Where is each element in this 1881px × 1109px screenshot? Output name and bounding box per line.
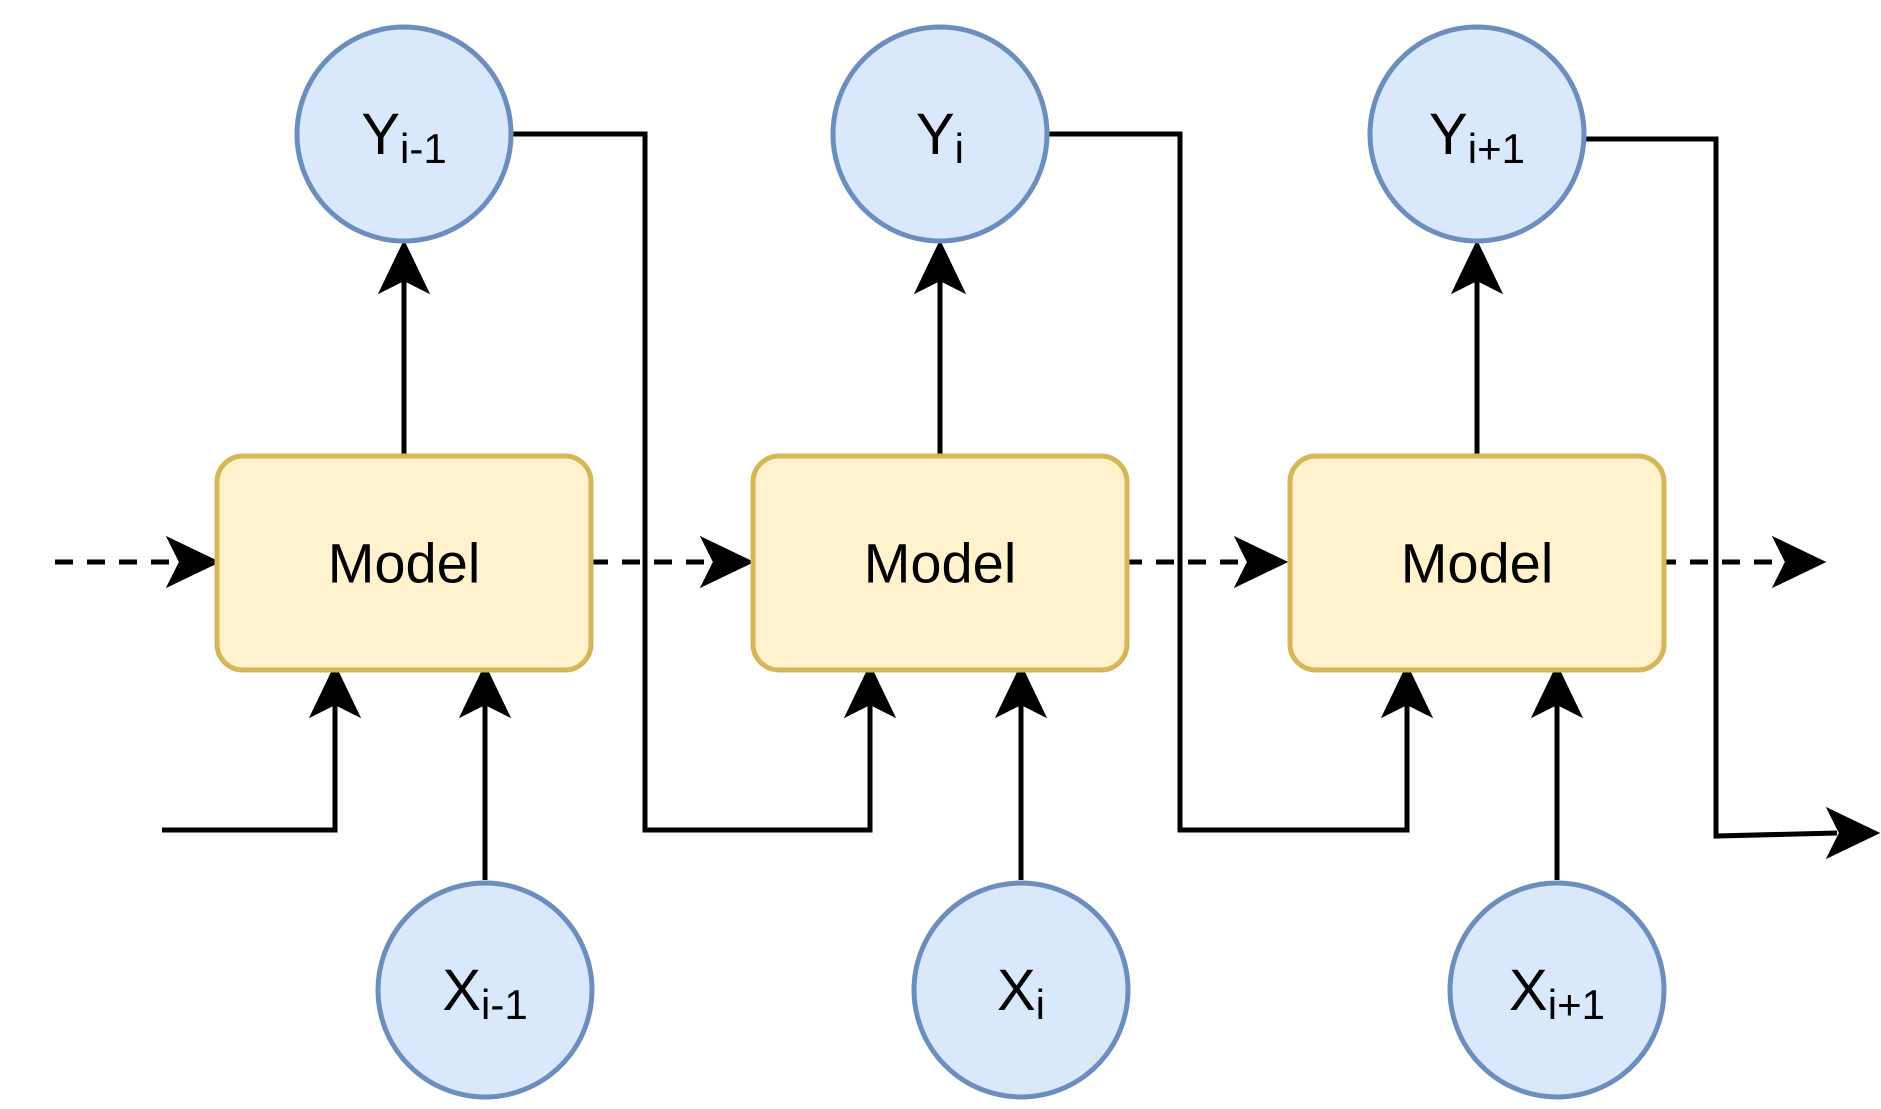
model-label: Model (1401, 532, 1554, 595)
output-node-1: Yi-1 (294, 24, 514, 244)
output-circle (830, 24, 1050, 244)
model-label: Model (864, 532, 1017, 595)
input-node-2: Xi (911, 880, 1131, 1100)
output-label: Yi-1 (361, 102, 446, 172)
feedback-line-1-2 (510, 131, 873, 833)
input-node-3: Xi+1 (1447, 880, 1667, 1100)
model-box (1287, 453, 1667, 673)
input-subscript: i-1 (481, 981, 528, 1028)
output-label: Yi (916, 102, 964, 172)
feedback-arrowhead-2-3 (1380, 663, 1434, 719)
input-symbol: X (1509, 958, 1548, 1023)
hidden-state-connections (55, 535, 1827, 589)
feedback-out-arrowhead (1825, 806, 1881, 860)
model-block-2: Model (750, 453, 1130, 673)
model-to-output-arrowhead-2 (913, 239, 967, 295)
output-subscript: i (955, 125, 964, 172)
input-node-1: Xi-1 (375, 880, 595, 1100)
hidden-state-out-arrowhead (1771, 535, 1827, 589)
input-label: Xi (997, 958, 1045, 1028)
model-block-3: Model (1287, 453, 1667, 673)
feedback-connections (162, 131, 1881, 860)
model-box (214, 453, 594, 673)
output-circle (1367, 24, 1587, 244)
hidden-state-in-arrowhead (165, 535, 221, 589)
output-connections (377, 239, 1504, 456)
input-circle (911, 880, 1131, 1100)
input-connections (458, 663, 1584, 880)
input-label: Xi-1 (442, 958, 527, 1028)
feedback-arrowhead-1-2 (843, 663, 897, 719)
output-label: Yi+1 (1429, 102, 1525, 172)
model-label: Model (328, 532, 481, 595)
model-box (750, 453, 1130, 673)
output-subscript: i-1 (400, 125, 447, 172)
model-to-output-arrowhead-3 (1450, 239, 1504, 295)
output-node-3: Yi+1 (1367, 24, 1587, 244)
input-subscript: i (1036, 981, 1045, 1028)
input-circle (375, 880, 595, 1100)
input-subscript: i+1 (1548, 981, 1605, 1028)
hidden-state-arrowhead-2-3 (1233, 535, 1289, 589)
feedback-out-line (1583, 136, 1838, 839)
input-label: Xi+1 (1509, 958, 1605, 1028)
output-symbol: Y (1429, 102, 1468, 167)
feedback-line-2-3 (1046, 131, 1410, 833)
feedback-in-arrowhead (308, 663, 362, 719)
input-to-model-arrowhead-2 (994, 663, 1048, 719)
input-to-model-arrowhead-3 (1530, 663, 1584, 719)
feedback-in-line (162, 700, 338, 833)
output-subscript: i+1 (1468, 125, 1525, 172)
model-block-1: Model (214, 453, 594, 673)
output-circle (294, 24, 514, 244)
output-node-2: Yi (830, 24, 1050, 244)
input-circle (1447, 880, 1667, 1100)
output-symbol: Y (361, 102, 400, 167)
input-symbol: X (997, 958, 1036, 1023)
input-to-model-arrowhead-1 (458, 663, 512, 719)
model-to-output-arrowhead-1 (377, 239, 431, 295)
hidden-state-arrowhead-1-2 (699, 535, 755, 589)
input-symbol: X (442, 958, 481, 1023)
output-symbol: Y (916, 102, 955, 167)
